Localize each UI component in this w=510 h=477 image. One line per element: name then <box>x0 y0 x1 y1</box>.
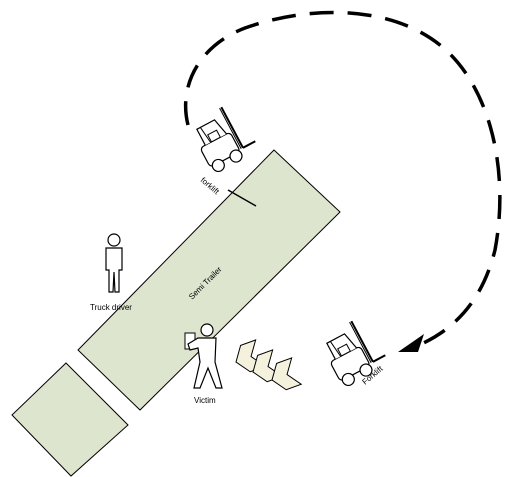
semi-trailer <box>77 149 341 411</box>
victim-label: Victim <box>194 396 216 405</box>
forklift-icon <box>186 99 261 176</box>
forklift-top-label: forklift <box>199 176 222 197</box>
person-icon <box>105 233 123 293</box>
truck-cab-block <box>11 362 129 477</box>
victim-icon <box>184 323 223 389</box>
forklift-top-fork-guide <box>227 189 257 207</box>
forklift-travel-path <box>183 10 502 350</box>
forklift-icon <box>316 313 391 390</box>
path-arrowhead <box>398 334 424 352</box>
truck-driver-label: Truck driver <box>90 303 132 312</box>
